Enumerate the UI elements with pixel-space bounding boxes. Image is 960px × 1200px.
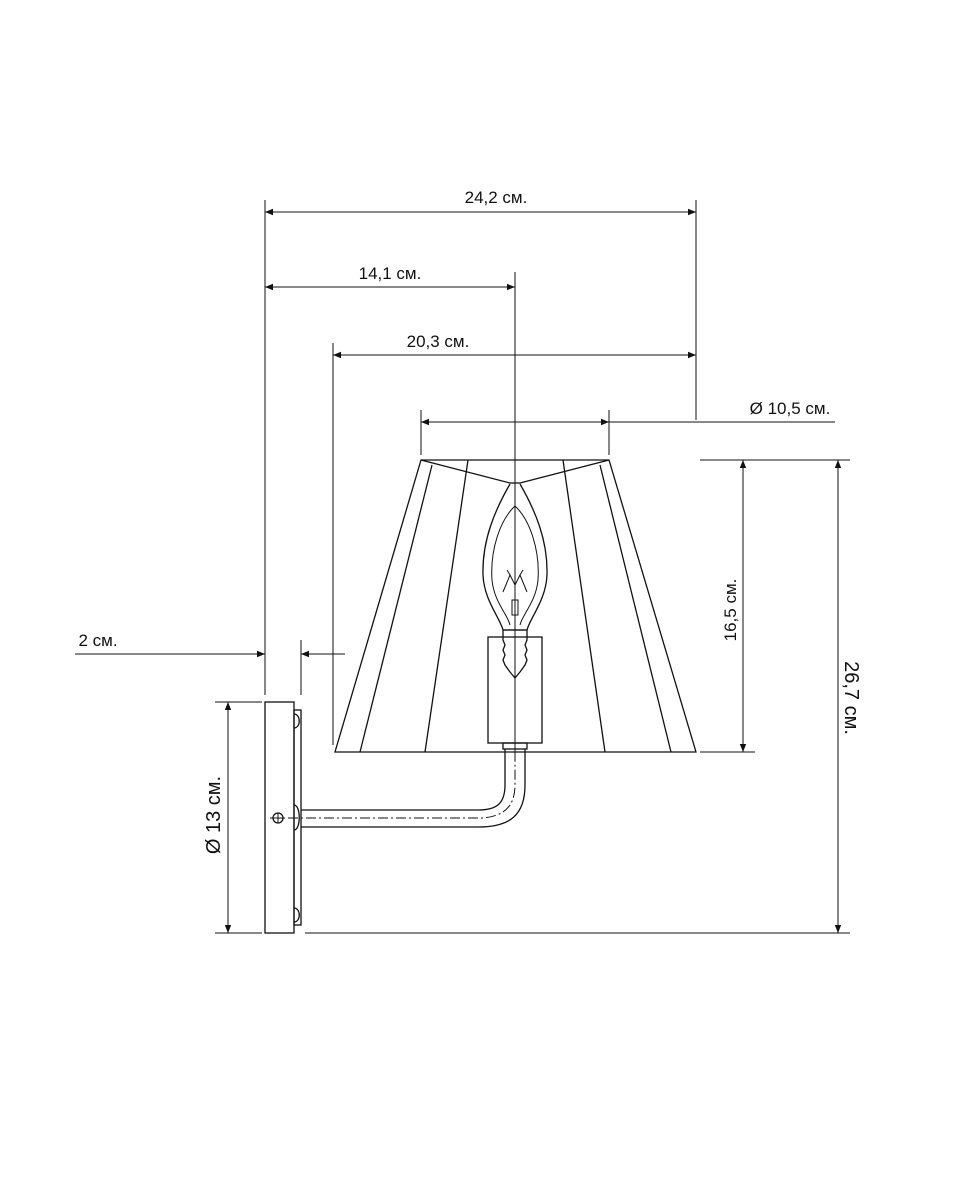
wall-backplate (264, 701, 302, 934)
label-shade-height: 16,5 см. (721, 579, 740, 642)
label-shade-top: Ø 10,5 см. (750, 399, 831, 418)
dimension-lines (75, 208, 842, 933)
arm (270, 749, 526, 828)
label-shade-bottom: 20,3 см. (407, 332, 470, 351)
label-total-height: 26,7 см. (840, 661, 862, 735)
label-backplate: Ø 13 см. (203, 776, 225, 854)
candle-bulb (482, 483, 548, 680)
label-wall-gap: 2 см. (78, 631, 117, 650)
label-total-width: 24,2 см. (465, 188, 528, 207)
extension-lines (215, 200, 850, 934)
lamp-shade (334, 455, 697, 753)
label-arm-reach: 14,1 см. (359, 264, 422, 283)
